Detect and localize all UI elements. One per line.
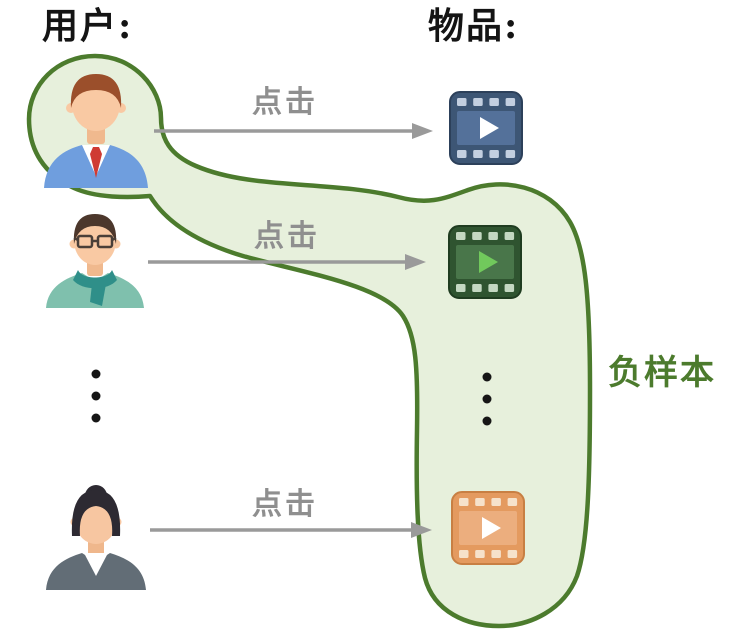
arrowhead-icon <box>411 522 432 538</box>
hair <box>70 74 122 108</box>
tie <box>90 147 102 178</box>
item-3-icon <box>451 491 525 565</box>
click-arrow-3 <box>150 522 432 538</box>
users-column-title: 用户: <box>42 5 134 47</box>
click-arrow-2 <box>148 254 426 270</box>
scarf-tail <box>90 284 106 306</box>
users-ellipsis-icon <box>91 369 101 423</box>
click-label-2: 点击 <box>254 219 320 254</box>
items-ellipsis-icon <box>482 372 492 426</box>
arrowhead-icon <box>405 254 426 270</box>
film-holes <box>456 232 515 292</box>
play-icon <box>482 517 501 539</box>
glasses-icon <box>73 234 117 249</box>
film-holes <box>459 498 518 558</box>
scarf <box>73 270 117 289</box>
click-arrow-1 <box>154 123 433 139</box>
negative-sample-region <box>26 53 593 629</box>
play-icon <box>480 117 499 139</box>
film-holes <box>457 98 516 158</box>
user-3-avatar <box>46 485 146 590</box>
play-icon <box>479 251 498 273</box>
items-column-title: 物品: <box>428 5 520 47</box>
negative-sample-label: 负样本 <box>608 353 716 393</box>
hair <box>73 214 117 244</box>
user-2-avatar <box>46 214 144 308</box>
blouse <box>84 553 108 576</box>
hair <box>71 490 121 536</box>
item-1-icon <box>449 91 523 165</box>
arrowhead-icon <box>412 123 433 139</box>
item-2-icon <box>448 225 522 299</box>
user-1-avatar <box>44 74 148 188</box>
click-label-1: 点击 <box>252 85 318 120</box>
click-label-3: 点击 <box>252 487 318 522</box>
